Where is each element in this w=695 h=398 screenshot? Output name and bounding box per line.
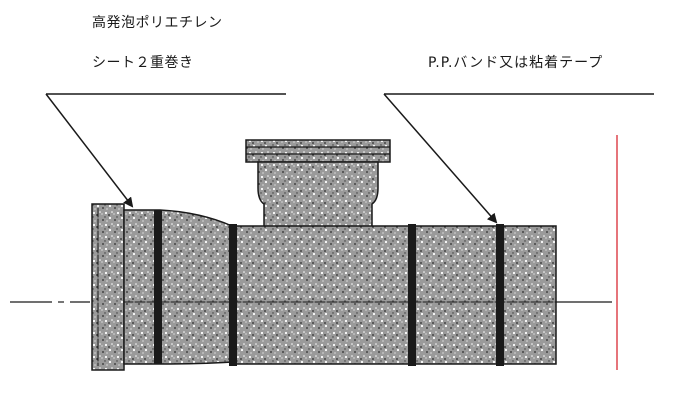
foam-wrap-leader xyxy=(45,93,286,208)
band-tapes xyxy=(154,210,504,366)
wrapped-tee-pipe xyxy=(91,139,557,371)
band-tape-label: P.P.バンド又は粘着テープ xyxy=(428,55,604,71)
band-leader xyxy=(383,93,654,224)
foam-wrap-label-line2: シート２重巻き xyxy=(92,55,194,71)
foam-wrap-label-line1: 高発泡ポリエチレン xyxy=(92,15,223,31)
